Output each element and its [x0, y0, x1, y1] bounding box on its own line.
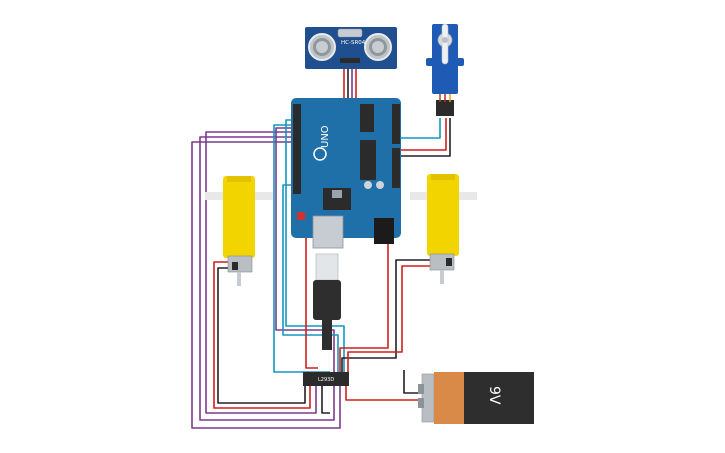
wire-red-servo — [386, 118, 447, 151]
ultrasonic-sensor[interactable]: HC-SR04 — [305, 27, 397, 69]
wire-red-battery — [345, 385, 424, 401]
wire-purple-2 — [199, 136, 335, 421]
battery-9v[interactable]: 9V — [418, 372, 534, 424]
wire-purple-4 — [275, 127, 335, 372]
motor-driver-chip[interactable]: L293D — [303, 372, 349, 386]
ultrasonic-label: HC-SR04 — [341, 40, 366, 46]
servo-motor[interactable] — [426, 23, 464, 116]
wire-black-servo — [386, 118, 451, 157]
arduino-label: UNO — [320, 125, 331, 148]
wire-purple-1 — [191, 141, 341, 429]
wire-purple-3 — [205, 131, 317, 414]
wire-black-right-motor — [341, 259, 430, 372]
wire-blue-2 — [285, 119, 345, 372]
wire-blue-1 — [273, 124, 330, 373]
battery-label: 9V — [486, 386, 502, 405]
driver-label: L293D — [318, 377, 334, 383]
gear-motor-left[interactable] — [205, 176, 273, 286]
usb-cable — [313, 253, 341, 350]
arduino-uno-board[interactable]: UNO — [291, 98, 401, 249]
wire-black-left-motor — [217, 267, 306, 404]
wire-red-power — [305, 198, 318, 369]
wire-blue-3 — [282, 184, 339, 372]
wire-black-driver-gnd — [321, 385, 330, 414]
wire-red-left-motor — [213, 261, 311, 409]
gear-motor-right[interactable] — [410, 174, 477, 284]
wire-red-right-motor — [347, 265, 430, 372]
wire-black-battery — [403, 370, 424, 394]
